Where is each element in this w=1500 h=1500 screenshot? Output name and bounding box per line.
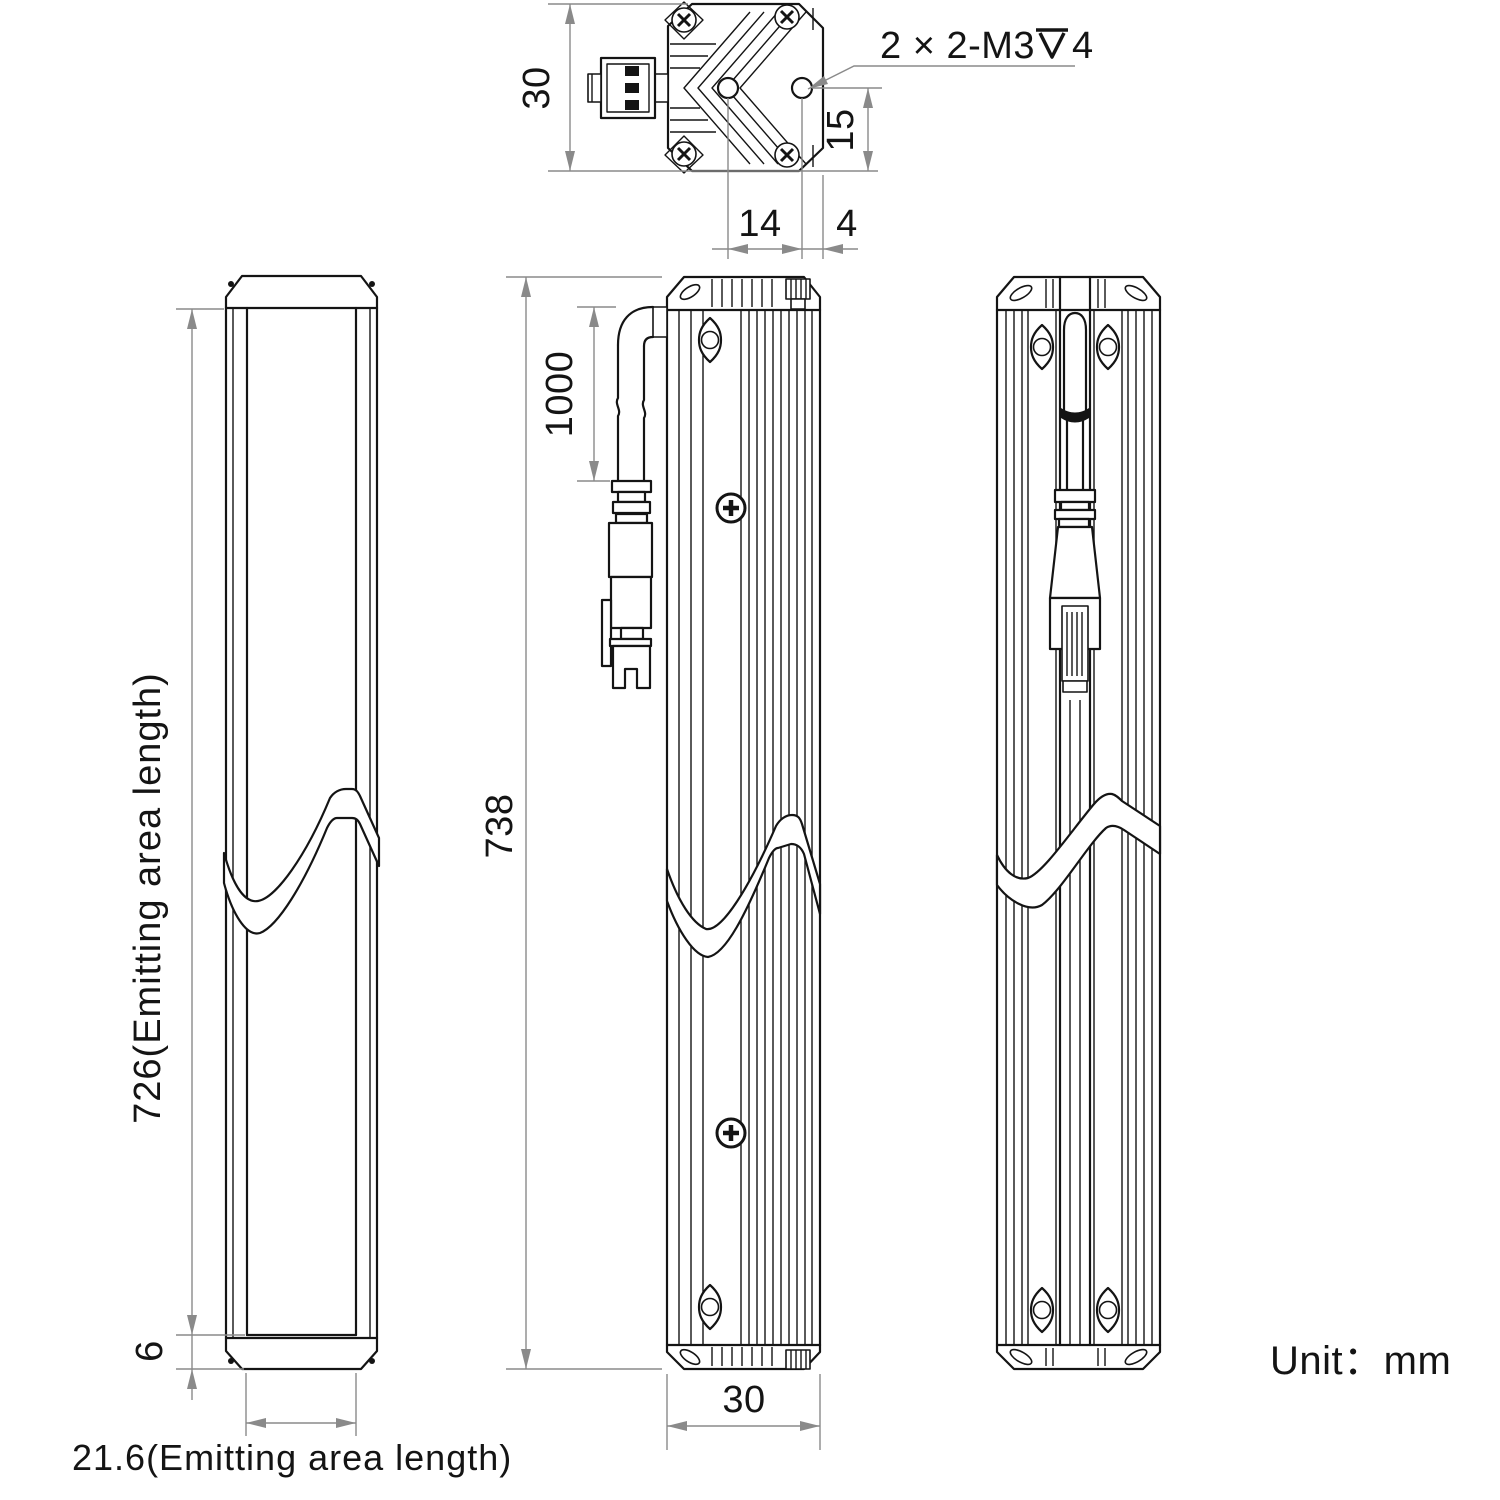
cable-side-view — [600, 305, 668, 690]
dim-hole-spacing: 14 — [738, 203, 781, 245]
dim-body-width: 30 — [722, 1379, 765, 1421]
front-bottom-cap — [224, 1336, 379, 1371]
side-view — [600, 275, 822, 1371]
front-body-edges — [224, 306, 379, 1340]
corner-screw-icon — [773, 141, 801, 169]
unit-note: Unit：mm — [1270, 1339, 1451, 1383]
connector-pin — [625, 66, 639, 76]
corner-screw-icon — [670, 140, 698, 168]
dim-emitting-width: 21.6(Emitting area length) — [72, 1437, 512, 1478]
thread-callout-text: 2 × 2-M3 — [880, 25, 1035, 67]
break-line-front — [222, 787, 381, 935]
dim-cable-length: 1000 — [539, 351, 581, 438]
dim-top-height: 30 — [516, 66, 558, 109]
keyhole-slot — [1095, 323, 1121, 371]
side-bottom-cap — [665, 1343, 822, 1371]
keyhole-slot — [1029, 323, 1055, 371]
side-body-edges — [665, 308, 822, 1347]
dimension-labels: 30 15 14 4 2 × 2-M3 4 1000 738 726(Emitt… — [72, 25, 1451, 1478]
keyhole-slot — [1029, 1286, 1055, 1334]
power-connector-top-view — [587, 56, 669, 120]
emitting-window-edges — [245, 306, 358, 1337]
dim-hole-edge-gap: 4 — [836, 203, 858, 245]
thread-callout-leader — [807, 65, 1075, 90]
plug-3pin-side — [600, 479, 654, 690]
thread-depth-text: 4 — [1072, 25, 1094, 67]
front-emitting-view — [222, 274, 381, 1371]
dimension-arrowheads — [187, 4, 873, 1431]
back-bottom-cap — [995, 1343, 1162, 1371]
dimension-lines — [176, 3, 1075, 1450]
connector-pin — [625, 83, 639, 93]
break-line-back — [995, 792, 1162, 909]
keyhole-slot — [1095, 1286, 1121, 1334]
back-view — [995, 275, 1162, 1371]
dim-end-gap: 6 — [129, 1340, 171, 1362]
cable-back-view — [1048, 311, 1102, 693]
chamfer-plate-bottom-left — [664, 135, 704, 174]
corner-screw-icon — [670, 6, 698, 34]
phillips-screw-icon — [717, 494, 745, 522]
back-top-cap — [995, 275, 1162, 312]
corner-screw-icon — [773, 3, 801, 31]
side-top-cap — [665, 275, 822, 312]
m3-hole-left — [716, 76, 740, 100]
cable-channel-edges — [1058, 275, 1092, 1347]
top-end-view — [587, 1, 825, 174]
dim-emitting-length: 726(Emitting area length) — [127, 672, 169, 1124]
chamfer-plate-top-left — [664, 1, 704, 40]
break-line-side — [665, 813, 822, 959]
dim-hole-offset: 15 — [820, 108, 862, 151]
connector-pin — [625, 100, 639, 110]
front-top-cap — [224, 274, 379, 310]
depth-symbol-icon — [1036, 28, 1068, 59]
phillips-screw-icon — [717, 1119, 745, 1147]
plug-back — [1048, 488, 1102, 693]
dim-overall-length: 738 — [479, 794, 521, 859]
